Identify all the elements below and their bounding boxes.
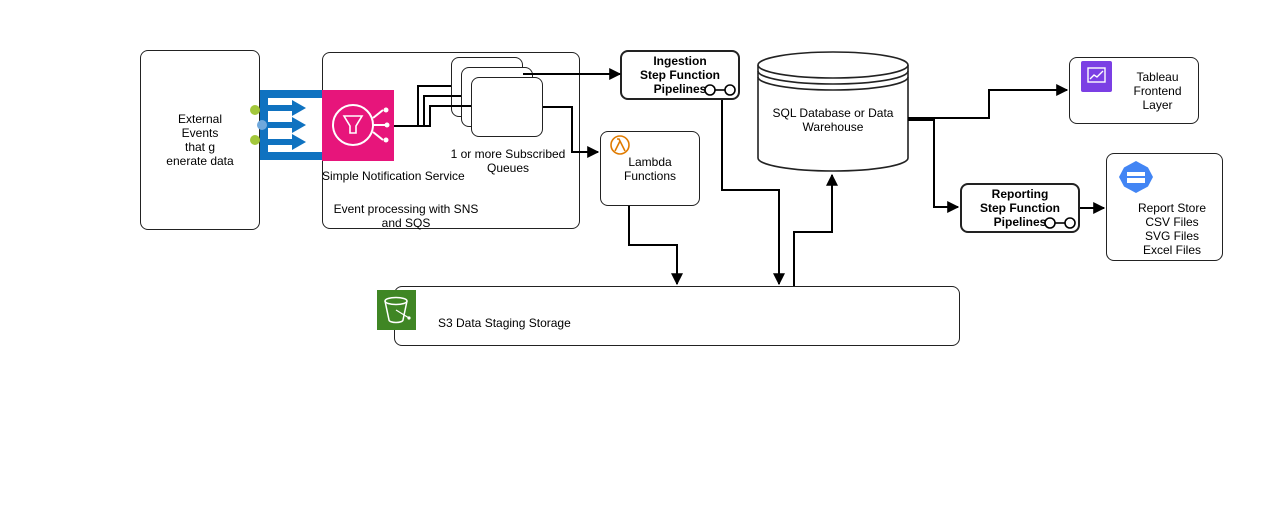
s3-staging-label: S3 Data Staging Storage [438,316,571,330]
lambda-icon [610,135,630,155]
arrow-queues-to-lambda [543,106,600,158]
s3-bucket-icon [377,290,416,330]
reporting-step-function-icon [1044,217,1076,229]
external-events-label: External Events that g enerate data [166,112,234,168]
sns-label: Simple Notification Service [322,169,465,183]
arrow-ingestion-to-s3 [721,100,785,286]
arrow-database-to-reporting [908,119,960,213]
arrow-lambda-to-s3 [628,206,683,286]
ingestion-pipeline-box [620,50,740,100]
s3-staging-box [394,286,960,346]
database-label: SQL Database or Data Warehouse [772,106,894,134]
ingestion-pipeline-title: Ingestion Step Function Pipelines [640,54,720,96]
queues-label: 1 or more Subscribed Queues [450,147,566,175]
lambda-label: Lambda Functions [623,155,677,183]
tableau-icon [1081,61,1112,92]
ingestion-step-function-icon [704,84,736,96]
tableau-label: Tableau Frontend Layer [1133,70,1182,112]
reporting-pipeline-box [960,183,1080,233]
event-source-icon [250,90,322,160]
event-processing-label: Event processing with SNS and SQS [333,202,479,230]
sns-to-queues-connectors [394,85,471,127]
arrow-database-to-tableau [908,84,1069,119]
storage-icon [1119,161,1153,193]
sns-icon [322,90,394,161]
external-events-box [140,50,260,230]
reporting-pipeline-title: Reporting Step Function Pipelines [980,187,1060,229]
lambda-box [600,131,700,206]
report-store-label: Report Store CSV Files SVG Files Excel F… [1137,201,1207,257]
arrow-s3-to-database [793,173,838,286]
queue-card-front [471,77,543,137]
database-cylinder [757,51,909,172]
